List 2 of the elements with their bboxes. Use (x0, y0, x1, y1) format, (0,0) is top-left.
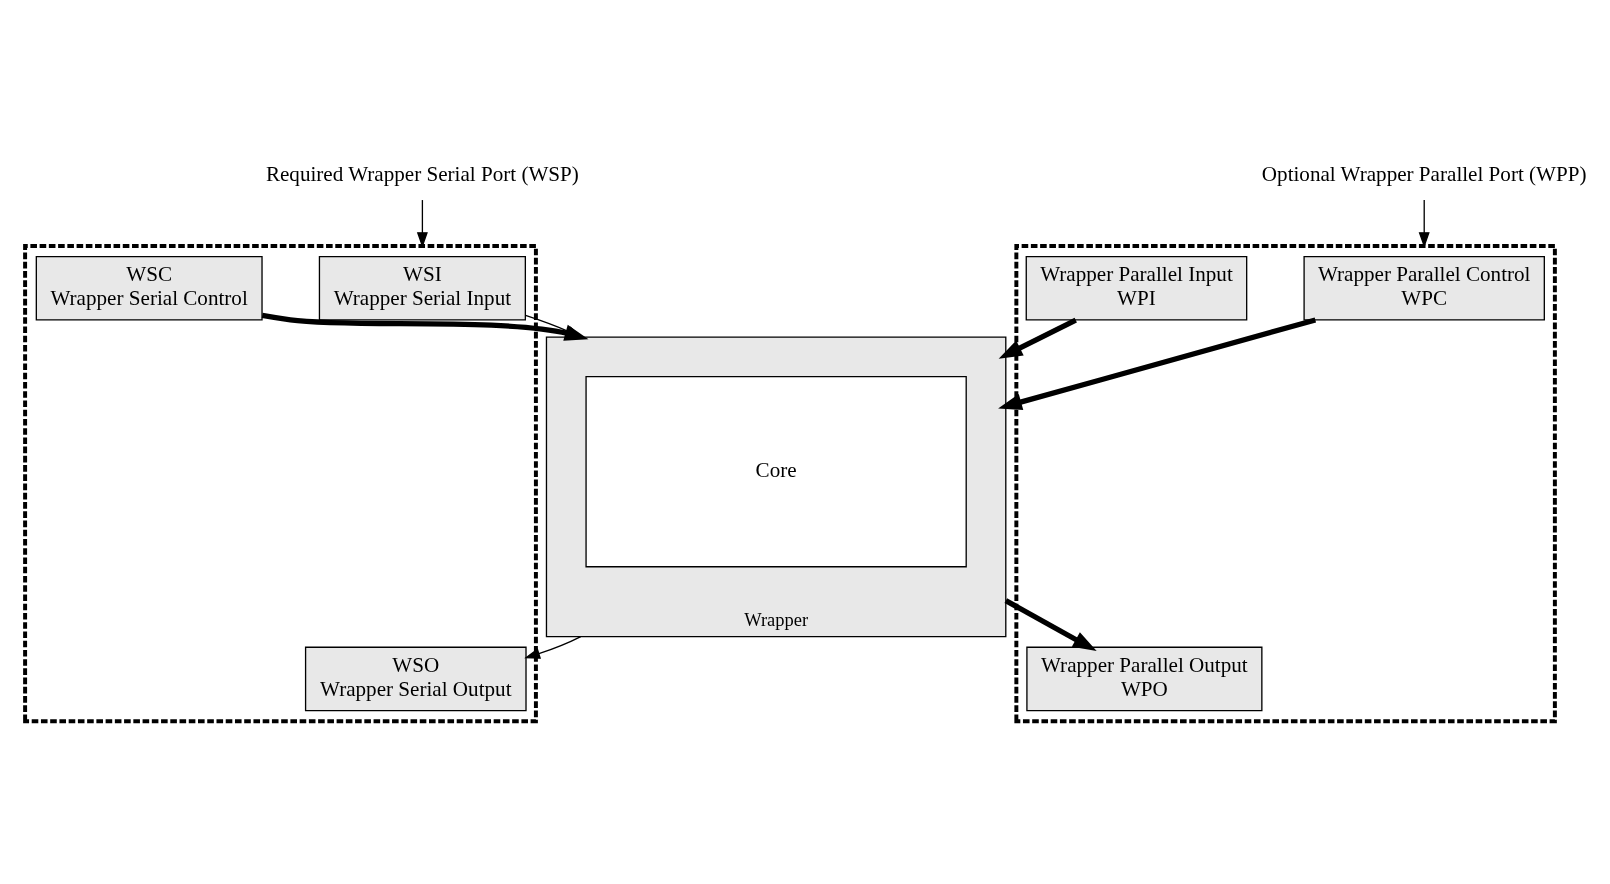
node-text: Required Wrapper Serial Port (WSP) (265, 162, 579, 187)
node-text: Optional Wrapper Parallel Port (WPP) (1261, 162, 1587, 187)
